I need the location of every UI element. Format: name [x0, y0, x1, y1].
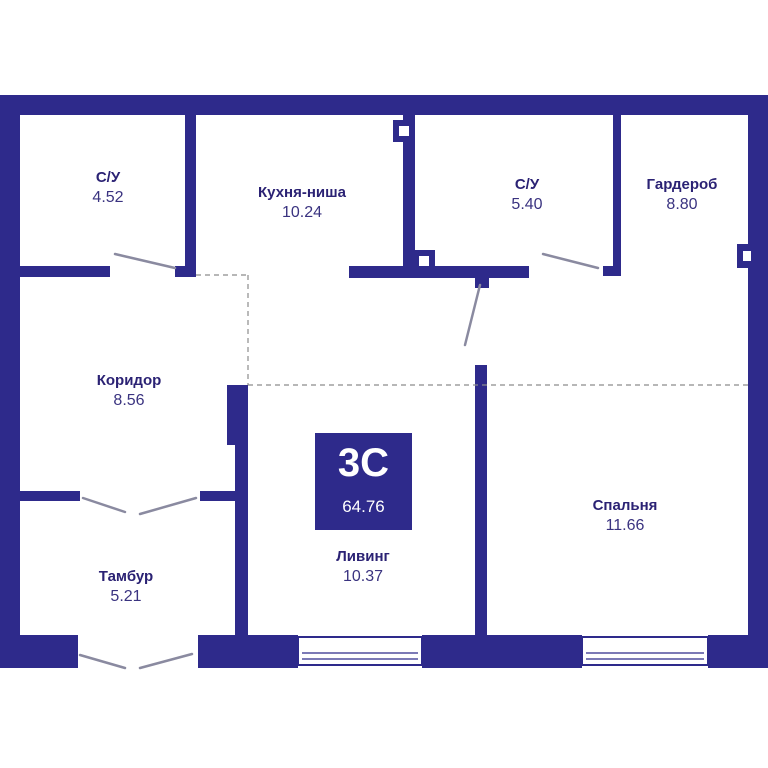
room-area: 10.24	[281, 204, 323, 221]
room-bedroom: Спальня 11.66	[540, 496, 710, 536]
room-name: Спальня	[592, 497, 658, 514]
room-living: Ливинг 10.37	[278, 547, 448, 587]
room-area: 5.21	[110, 588, 142, 605]
room-su-1: С/У 4.52	[23, 168, 193, 208]
room-wardrobe: Гардероб 8.80	[597, 175, 767, 215]
room-name: Коридор	[96, 372, 162, 389]
doors	[78, 252, 600, 670]
room-area: 4.52	[92, 189, 124, 206]
apartment-type-badge-bg	[315, 433, 412, 530]
room-name: Ливинг	[336, 548, 390, 565]
room-area: 8.56	[113, 392, 145, 409]
room-area: 5.40	[511, 196, 543, 213]
room-vestibule: Тамбур 5.21	[41, 567, 211, 607]
room-area: 8.80	[666, 196, 698, 213]
room-name: С/У	[95, 169, 121, 186]
apartment-type-label: 3С	[337, 441, 390, 485]
room-su-2: С/У 5.40	[442, 175, 612, 215]
room-name: Тамбур	[98, 568, 154, 585]
room-name: С/У	[514, 176, 540, 193]
room-corridor: Коридор 8.56	[44, 371, 214, 411]
room-name: Кухня-ниша	[258, 184, 346, 201]
room-kitchen: Кухня-ниша 10.24	[217, 183, 387, 223]
room-name: Гардероб	[646, 176, 718, 193]
room-area: 11.66	[605, 517, 645, 534]
walls	[0, 95, 768, 668]
room-area: 10.37	[342, 568, 384, 585]
apartment-type-badge: 3С 64.76	[315, 433, 412, 530]
dashed-zone-lines	[196, 274, 748, 386]
apartment-total-area: 64.76	[342, 497, 385, 516]
